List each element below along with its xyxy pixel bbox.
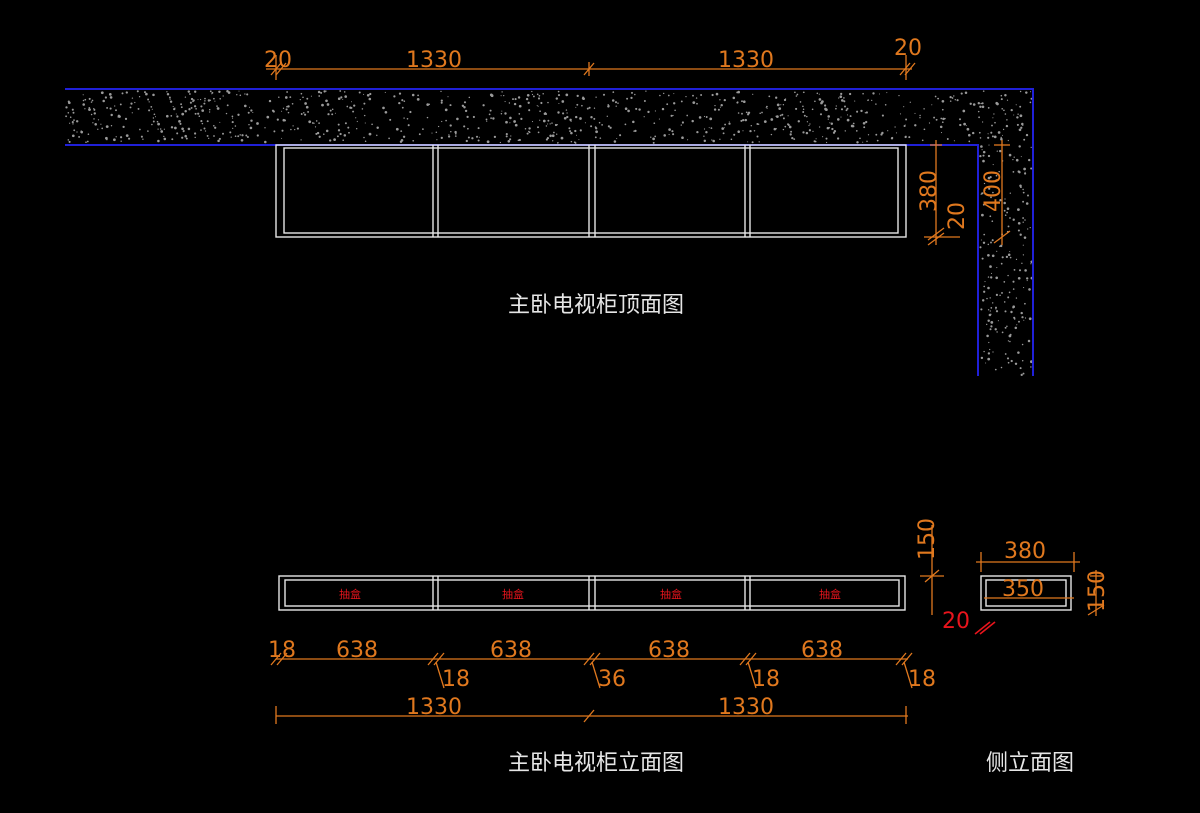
dim-wall-depth: 400 bbox=[981, 170, 1006, 212]
dim-total-2: 1330 bbox=[718, 695, 774, 720]
elevation-inner-outline bbox=[284, 579, 900, 607]
dim-side-height: 150 bbox=[1085, 570, 1110, 612]
drawer-label-3: 抽盒 bbox=[660, 587, 682, 601]
side-inner-outline bbox=[985, 579, 1067, 607]
top-dimension-chain: 20 1330 1330 20 bbox=[264, 36, 922, 80]
dim-top-right-gap: 20 bbox=[894, 36, 922, 61]
elevation-dimension-row-1: 18 638 638 638 638 bbox=[268, 638, 913, 666]
dim-top-left-gap: 20 bbox=[264, 48, 292, 73]
dim-wall-gap: 20 bbox=[945, 202, 970, 230]
drawer-label-4: 抽盒 bbox=[819, 587, 841, 601]
elevation-total-dimension: 1330 1330 bbox=[275, 695, 908, 724]
elevation-height-dimension: 150 20 bbox=[915, 518, 996, 635]
cabinet-plan bbox=[275, 144, 907, 238]
dim-row1-panel-2: 638 bbox=[490, 638, 532, 663]
side-view: 380 350 150 侧立面图 bbox=[976, 539, 1110, 776]
top-view: 20 1330 1330 20 380 20 400 主卧电视柜顶面图 bbox=[65, 36, 1034, 377]
side-view-title: 侧立面图 bbox=[986, 751, 1074, 776]
wall-hatch bbox=[65, 89, 1034, 377]
dim-side-inner: 350 bbox=[1002, 577, 1044, 602]
top-view-title: 主卧电视柜顶面图 bbox=[508, 293, 684, 318]
dim-row1-panel-4: 638 bbox=[801, 638, 843, 663]
drawer-label-2: 抽盒 bbox=[502, 587, 524, 601]
elevation-title: 主卧电视柜立面图 bbox=[508, 751, 684, 776]
side-outline bbox=[980, 575, 1072, 611]
depth-dimensions: 380 20 400 bbox=[917, 140, 1011, 246]
dim-row2-divider-1: 18 bbox=[442, 667, 470, 692]
wall-outline-outer bbox=[65, 88, 1034, 376]
wall-outline-inner bbox=[65, 144, 979, 376]
dim-top-section-1: 1330 bbox=[406, 48, 462, 73]
dim-row2-divider-3: 18 bbox=[752, 667, 780, 692]
elevation-dimension-row-2: 18 36 18 18 bbox=[435, 661, 936, 692]
elevation-view: 抽盒 抽盒 抽盒 抽盒 150 20 18 638 bbox=[268, 518, 996, 776]
dim-total-1: 1330 bbox=[406, 695, 462, 720]
dim-top-section-2: 1330 bbox=[718, 48, 774, 73]
drawer-label-1: 抽盒 bbox=[339, 587, 361, 601]
dim-row1-panel-1: 638 bbox=[336, 638, 378, 663]
dim-row1-panel-3: 638 bbox=[648, 638, 690, 663]
dim-bottom-gap: 20 bbox=[942, 609, 970, 634]
cabinet-inner-outline bbox=[283, 147, 899, 234]
dim-side-width: 380 bbox=[1004, 539, 1046, 564]
elevation-outline bbox=[278, 575, 906, 611]
dim-depth: 380 bbox=[917, 170, 942, 212]
dim-row2-edge: 18 bbox=[908, 667, 936, 692]
dim-elevation-height: 150 bbox=[915, 518, 940, 560]
cabinet-outline bbox=[275, 144, 907, 238]
dim-row2-divider-2: 36 bbox=[598, 667, 626, 692]
dim-row1-edge: 18 bbox=[268, 638, 296, 663]
